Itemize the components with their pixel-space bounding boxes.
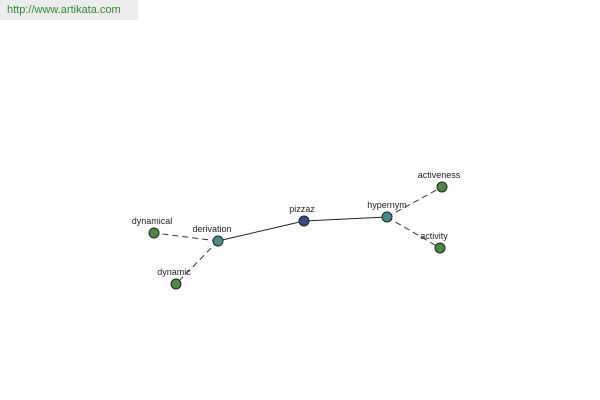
edge-hypernym-activity xyxy=(386,216,441,249)
node-activity[interactable] xyxy=(434,242,446,254)
node-activeness[interactable] xyxy=(436,181,448,193)
edges-layer xyxy=(153,186,443,285)
node-label-hypernym[interactable]: hypernym xyxy=(367,200,407,210)
edge-derivation-dynamic xyxy=(175,240,219,285)
edge-derivation-dynamical xyxy=(153,232,219,242)
node-dynamic[interactable] xyxy=(170,278,182,290)
edge-hypernym-activeness xyxy=(386,186,443,218)
node-label-pizzaz[interactable]: pizzaz xyxy=(289,204,315,214)
nodes-layer xyxy=(148,181,448,290)
node-label-derivation[interactable]: derivation xyxy=(192,224,231,234)
source-url-link[interactable]: http://www.artikata.com xyxy=(0,0,138,20)
node-derivation[interactable] xyxy=(212,235,224,247)
node-label-activity[interactable]: activity xyxy=(420,231,448,241)
node-hypernym[interactable] xyxy=(381,211,393,223)
node-label-dynamic[interactable]: dynamic xyxy=(157,267,191,277)
edge-pizzaz-hypernym xyxy=(303,216,388,222)
node-label-dynamical[interactable]: dynamical xyxy=(132,216,173,226)
node-dynamical[interactable] xyxy=(148,227,160,239)
edge-pizzaz-derivation xyxy=(217,220,305,242)
labels-layer: pizzaz derivation hypernym dynamical dynamic… xyxy=(132,170,461,277)
node-label-activeness[interactable]: activeness xyxy=(418,170,461,180)
node-pizzaz[interactable] xyxy=(298,215,310,227)
